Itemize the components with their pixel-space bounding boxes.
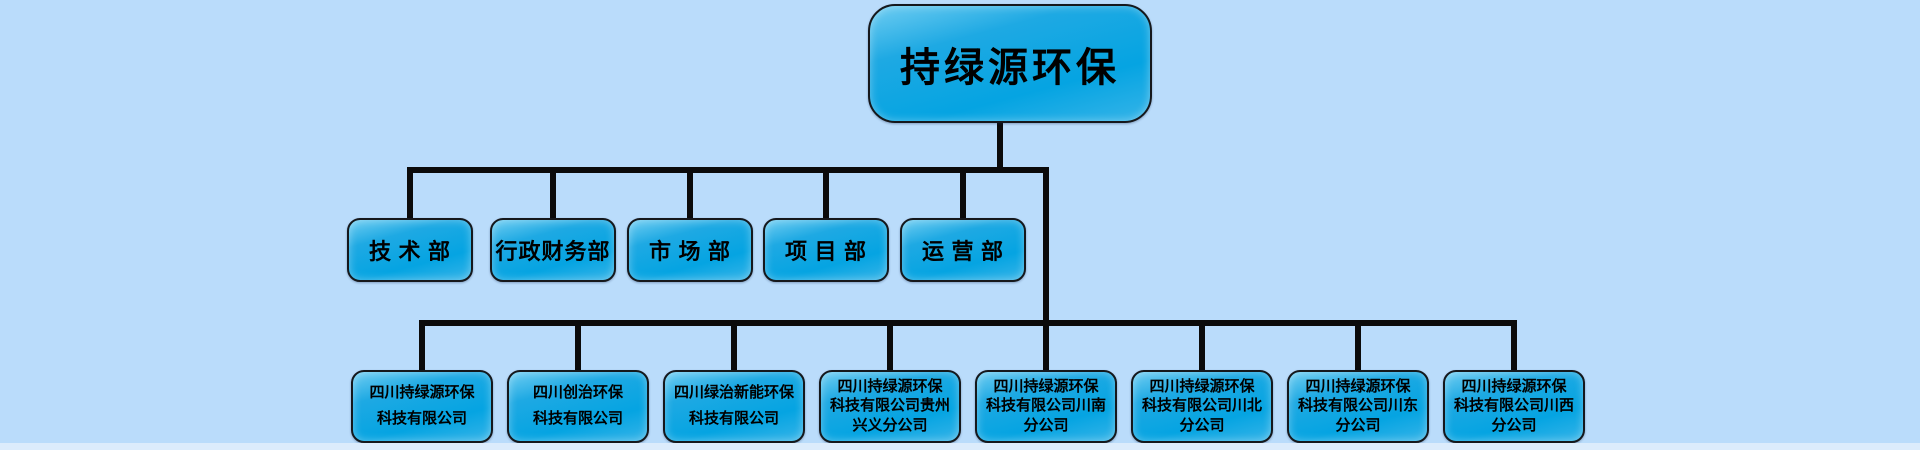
connector-sub-stem <box>1043 320 1049 370</box>
department-node-technology: 技 术 部 <box>347 218 473 282</box>
connector-dept-stem <box>687 167 693 218</box>
subsidiary-name-line: 科技有限公司 <box>688 411 779 427</box>
connector-sub-stem <box>419 320 425 370</box>
connector-sub-stem <box>575 320 581 370</box>
subsidiary-name-line: 四川持绿源环保 <box>1149 378 1255 395</box>
connector-subsidiary-bus <box>419 320 1517 326</box>
connector-sub-stem <box>731 320 737 370</box>
connector-sub-stem <box>1199 320 1205 370</box>
department-node-project: 项 目 部 <box>763 218 889 282</box>
subsidiary-name-line: 科技有限公司川南 <box>985 398 1106 414</box>
subsidiary-name-line: 科技有限公司 <box>532 411 623 427</box>
subsidiary-name-line: 分公司 <box>1335 417 1381 434</box>
connector-department-bus <box>407 167 1049 173</box>
root-company-node: 持绿源环保 <box>868 4 1152 123</box>
subsidiary-name-line: 四川创治环保 <box>532 385 623 401</box>
subsidiary-node: 四川持绿源环保 科技有限公司川西 分公司 <box>1443 370 1585 443</box>
subsidiary-name-line: 四川持绿源环保 <box>1461 378 1567 395</box>
connector-root-stem <box>997 121 1003 167</box>
subsidiary-node: 四川持绿源环保 科技有限公司贵州 兴义分公司 <box>819 370 961 443</box>
connector-sub-stem <box>1511 320 1517 370</box>
subsidiary-name-line: 兴义分公司 <box>852 417 928 434</box>
subsidiary-name-line: 科技有限公司川东 <box>1297 398 1418 414</box>
connector-sub-stem <box>887 320 893 370</box>
subsidiary-name-line: 四川持绿源环保 <box>837 378 943 395</box>
department-node-admin-finance: 行政财务部 <box>490 218 616 282</box>
subsidiary-name-line: 四川持绿源环保 <box>1305 378 1411 395</box>
connector-sub-stem <box>1355 320 1361 370</box>
subsidiary-name-line: 科技有限公司 <box>376 411 467 427</box>
connector-dept-stem <box>960 167 966 218</box>
subsidiary-name-line: 分公司 <box>1491 417 1537 434</box>
department-node-operations: 运 营 部 <box>900 218 1026 282</box>
subsidiary-name-line: 四川绿治新能环保 <box>673 385 794 401</box>
connector-dept-stem <box>407 167 413 218</box>
subsidiary-name-line: 四川持绿源环保 <box>993 378 1099 395</box>
subsidiary-node: 四川绿治新能环保 科技有限公司 <box>663 370 805 443</box>
subsidiary-name-line: 科技有限公司贵州 <box>829 398 950 414</box>
connector-bus-link <box>1043 167 1049 370</box>
subsidiary-node: 四川持绿源环保 科技有限公司 <box>351 370 493 443</box>
subsidiary-name-line: 四川持绿源环保 <box>369 385 475 401</box>
subsidiary-name-line: 科技有限公司川北 <box>1141 398 1262 414</box>
subsidiary-name-line: 科技有限公司川西 <box>1453 398 1574 414</box>
subsidiary-node: 四川持绿源环保 科技有限公司川东 分公司 <box>1287 370 1429 443</box>
connector-dept-stem <box>550 167 556 218</box>
subsidiary-node: 四川持绿源环保 科技有限公司川北 分公司 <box>1131 370 1273 443</box>
subsidiary-node: 四川创治环保 科技有限公司 <box>507 370 649 443</box>
connector-dept-stem <box>823 167 829 218</box>
subsidiary-name-line: 分公司 <box>1023 417 1069 434</box>
department-node-market: 市 场 部 <box>627 218 753 282</box>
bottom-strip <box>0 443 1920 450</box>
subsidiary-node: 四川持绿源环保 科技有限公司川南 分公司 <box>975 370 1117 443</box>
subsidiary-name-line: 分公司 <box>1179 417 1225 434</box>
